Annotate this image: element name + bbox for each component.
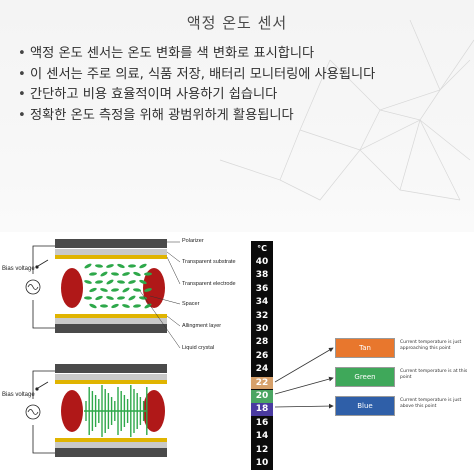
liquid-crystal-molecule (89, 272, 97, 276)
liquid-crystal-molecule (111, 288, 119, 292)
layer-leader-lines (139, 241, 181, 349)
bias-circuit (25, 245, 55, 454)
page-title: 액정 온도 센서 (186, 14, 288, 32)
state-box-tan: Tan (335, 338, 395, 358)
liquid-crystal-molecule (106, 279, 114, 285)
state-note: Current temperature is at this point (400, 369, 468, 380)
lcd-cell-top (55, 239, 167, 333)
temperature-tick: 34 (255, 297, 269, 308)
temperature-tick: 12 (255, 444, 269, 455)
bullet-item: 간단하고 비용 효율적이며 사용하기 쉽습니다 (18, 85, 468, 106)
liquid-crystal-molecule (95, 280, 103, 284)
liquid-crystal-molecule (84, 280, 92, 284)
figure-panel: Bias voltage Bias voltage Polarizer Tran… (0, 236, 474, 474)
lcd-cell-bottom (55, 364, 167, 457)
liquid-crystal-molecule (111, 272, 119, 276)
temperature-tick: 30 (255, 324, 269, 334)
liquid-crystal-molecule (111, 303, 119, 309)
temperature-tick: 10 (255, 458, 269, 468)
temperature-tick: 32 (255, 310, 269, 321)
temperature-tick: 36 (255, 283, 269, 294)
temperature-tick: 38 (255, 270, 269, 281)
liquid-crystal-molecule (128, 264, 136, 268)
liquid-crystal-molecule (139, 279, 147, 285)
liquid-crystal-molecule (122, 304, 130, 308)
temperature-tick: 14 (255, 431, 269, 442)
liquid-crystal-molecule (95, 295, 103, 301)
liquid-crystal-molecule (89, 287, 97, 293)
bullet-item: 정확한 온도 측정을 위해 광범위하게 활용됩니다 (18, 106, 468, 127)
temperature-tick: 26 (255, 350, 269, 361)
alignment-layer-label: Allingment layer (182, 323, 222, 329)
temperature-tick: 22 (251, 376, 273, 390)
liquid-crystal-molecule (84, 296, 92, 300)
liquid-crystal-molecule (128, 295, 136, 301)
unit-label: °C (257, 244, 267, 253)
liquid-crystal-molecule (100, 304, 108, 308)
spacer-label: Spacer (182, 301, 200, 307)
temperature-tick: 24 (255, 364, 269, 375)
bullet-item: 액정 온도 센서는 온도 변화를 색 변화로 표시합니다 (18, 44, 468, 65)
liquid-crystal-molecule (133, 304, 141, 308)
bullet-item: 이 센서는 주로 의료, 식품 저장, 배터리 모니터링에 사용됩니다 (18, 65, 468, 86)
temperature-tick: 40 (255, 257, 269, 267)
bias-voltage-label: Bias voltage (2, 392, 35, 398)
transparent-electrode-label: Transparent electrode (182, 281, 236, 287)
state-box-blue: Blue (335, 396, 395, 416)
liquid-crystal-molecule (106, 264, 114, 268)
liquid-crystal-molecule (139, 263, 147, 269)
liquid-crystal-molecule (117, 296, 125, 300)
state-note: Current temperature is just above this p… (400, 398, 462, 409)
liquid-crystal-molecule (139, 296, 147, 300)
temperature-tick: 16 (255, 417, 269, 428)
state-arrows (274, 347, 334, 409)
polarizer-label: Polarizer (182, 238, 204, 244)
liquid-crystal-label: Liquid crystal (182, 345, 215, 351)
liquid-crystal-molecule (100, 288, 108, 292)
transparent-substrate-label: Transparent substrate (182, 259, 236, 265)
temperature-tick: 18 (251, 403, 273, 416)
liquid-crystal-molecule (117, 263, 125, 269)
liquid-crystal-molecule (106, 296, 114, 300)
bias-voltage-label: Bias voltage (2, 266, 35, 272)
liquid-crystal-molecule (128, 280, 136, 284)
liquid-crystal-molecule (117, 280, 125, 284)
liquid-crystal-molecule (100, 271, 108, 277)
liquid-crystal-molecule (133, 288, 141, 292)
liquid-crystal-molecule (144, 272, 152, 276)
liquid-crystal-molecule (122, 287, 130, 293)
liquid-crystal-molecule (122, 272, 130, 276)
liquid-crystal-molecule (95, 264, 103, 268)
liquid-crystal-molecule (144, 288, 152, 292)
temperature-tick: 28 (255, 337, 269, 348)
bullet-list: 액정 온도 센서는 온도 변화를 색 변화로 표시합니다 이 센서는 주로 의료… (18, 44, 468, 126)
slide-header-area: 액정 온도 센서 액정 온도 센서는 온도 변화를 색 변화로 표시합니다 이 … (0, 0, 474, 232)
temperature-tick: 20 (251, 390, 273, 403)
lcd-cross-section-diagram (25, 239, 181, 457)
liquid-crystal-molecule (89, 303, 97, 309)
state-box-green: Green (335, 367, 395, 387)
state-note: Current temperature is just approaching … (400, 340, 462, 351)
liquid-crystal-molecule (133, 271, 141, 277)
liquid-crystal-molecule (84, 263, 92, 269)
